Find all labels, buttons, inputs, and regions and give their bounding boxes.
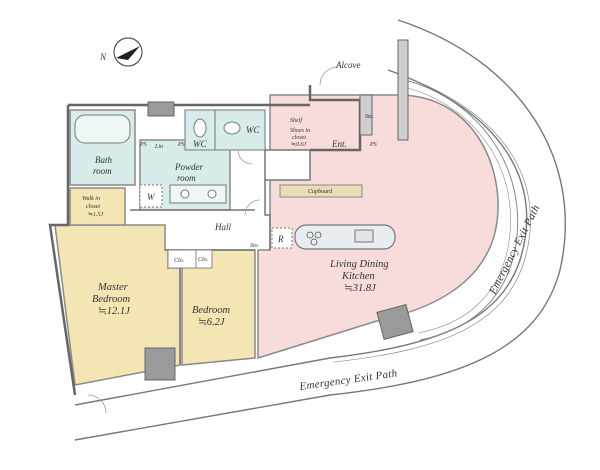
ldk-label-2: Kitchen bbox=[341, 271, 375, 282]
cupboard-label: Cupboard bbox=[308, 189, 333, 195]
fridge-box bbox=[271, 227, 293, 249]
walkin-label-2: closet bbox=[86, 204, 100, 210]
powder-label-2: room bbox=[177, 173, 196, 183]
bath-label-2: room bbox=[93, 166, 112, 176]
fridge-label: R bbox=[277, 234, 284, 244]
bedroom-label-1: Bedroom bbox=[192, 305, 231, 316]
ldk-label-1: Living Dining bbox=[329, 259, 389, 270]
clo-small-box bbox=[195, 249, 213, 269]
balcony-railing bbox=[404, 79, 519, 341]
ps-ent-label: PS bbox=[369, 142, 377, 148]
clo-small-label: Clo. bbox=[198, 257, 208, 263]
washer-label: W bbox=[147, 192, 156, 202]
exit-path-band bbox=[74, 19, 566, 441]
ent-label: Ent. bbox=[331, 139, 347, 149]
shoe-closet-label-1: Shoes in bbox=[290, 128, 310, 134]
walkin-label-3: ≒1.5J bbox=[88, 212, 104, 218]
sink bbox=[354, 229, 374, 243]
master-label-1: Master bbox=[97, 282, 129, 293]
powder-label-1: Powder bbox=[174, 162, 203, 172]
vanity bbox=[169, 184, 227, 204]
sto-top-label: Sto. bbox=[365, 114, 374, 120]
compass-north-label: N bbox=[99, 52, 107, 62]
master-label-2: Bedroom bbox=[92, 294, 131, 305]
walkin-floor bbox=[69, 187, 126, 226]
shelf-label: Shelf bbox=[290, 117, 303, 124]
toilet-hall-icon bbox=[223, 121, 241, 135]
partitions bbox=[130, 149, 311, 365]
kitchen-island bbox=[294, 224, 396, 250]
toilet-powder-icon bbox=[193, 118, 207, 138]
clo-big-label: Clo. bbox=[174, 258, 184, 264]
shoe-closet-label-2: closet bbox=[292, 135, 306, 141]
bathtub bbox=[74, 114, 131, 144]
ps-top-label: PS bbox=[177, 142, 185, 148]
columns bbox=[144, 39, 414, 381]
hall-label: Hall bbox=[214, 222, 232, 232]
bedroom-label-2: ≒6.2J bbox=[198, 317, 226, 328]
shoe-closet-label-3: ≒0.6J bbox=[291, 142, 307, 148]
lin-label: Lin bbox=[154, 144, 163, 150]
master-label-3: ≒12.1J bbox=[98, 306, 131, 317]
ldk-label-3: ≒31.8J bbox=[344, 283, 377, 294]
door-swings bbox=[87, 66, 339, 414]
ps-bath-label: PS bbox=[139, 142, 147, 148]
bath-label-1: Bath bbox=[95, 155, 112, 165]
walkin-label-1: Walk in bbox=[82, 196, 100, 202]
alcove-label: Alcove bbox=[335, 60, 360, 70]
cupboard-box bbox=[279, 184, 363, 198]
exit-path-bottom-label: Emergency Exit Path bbox=[298, 367, 399, 393]
sto-hall-label: Sto. bbox=[250, 243, 259, 249]
wc-powder-label: WC bbox=[193, 139, 207, 149]
washer-box bbox=[139, 184, 163, 208]
wc-hall-label: WC bbox=[246, 125, 260, 135]
compass-icon bbox=[113, 37, 143, 67]
cooktop-icon bbox=[306, 231, 322, 246]
